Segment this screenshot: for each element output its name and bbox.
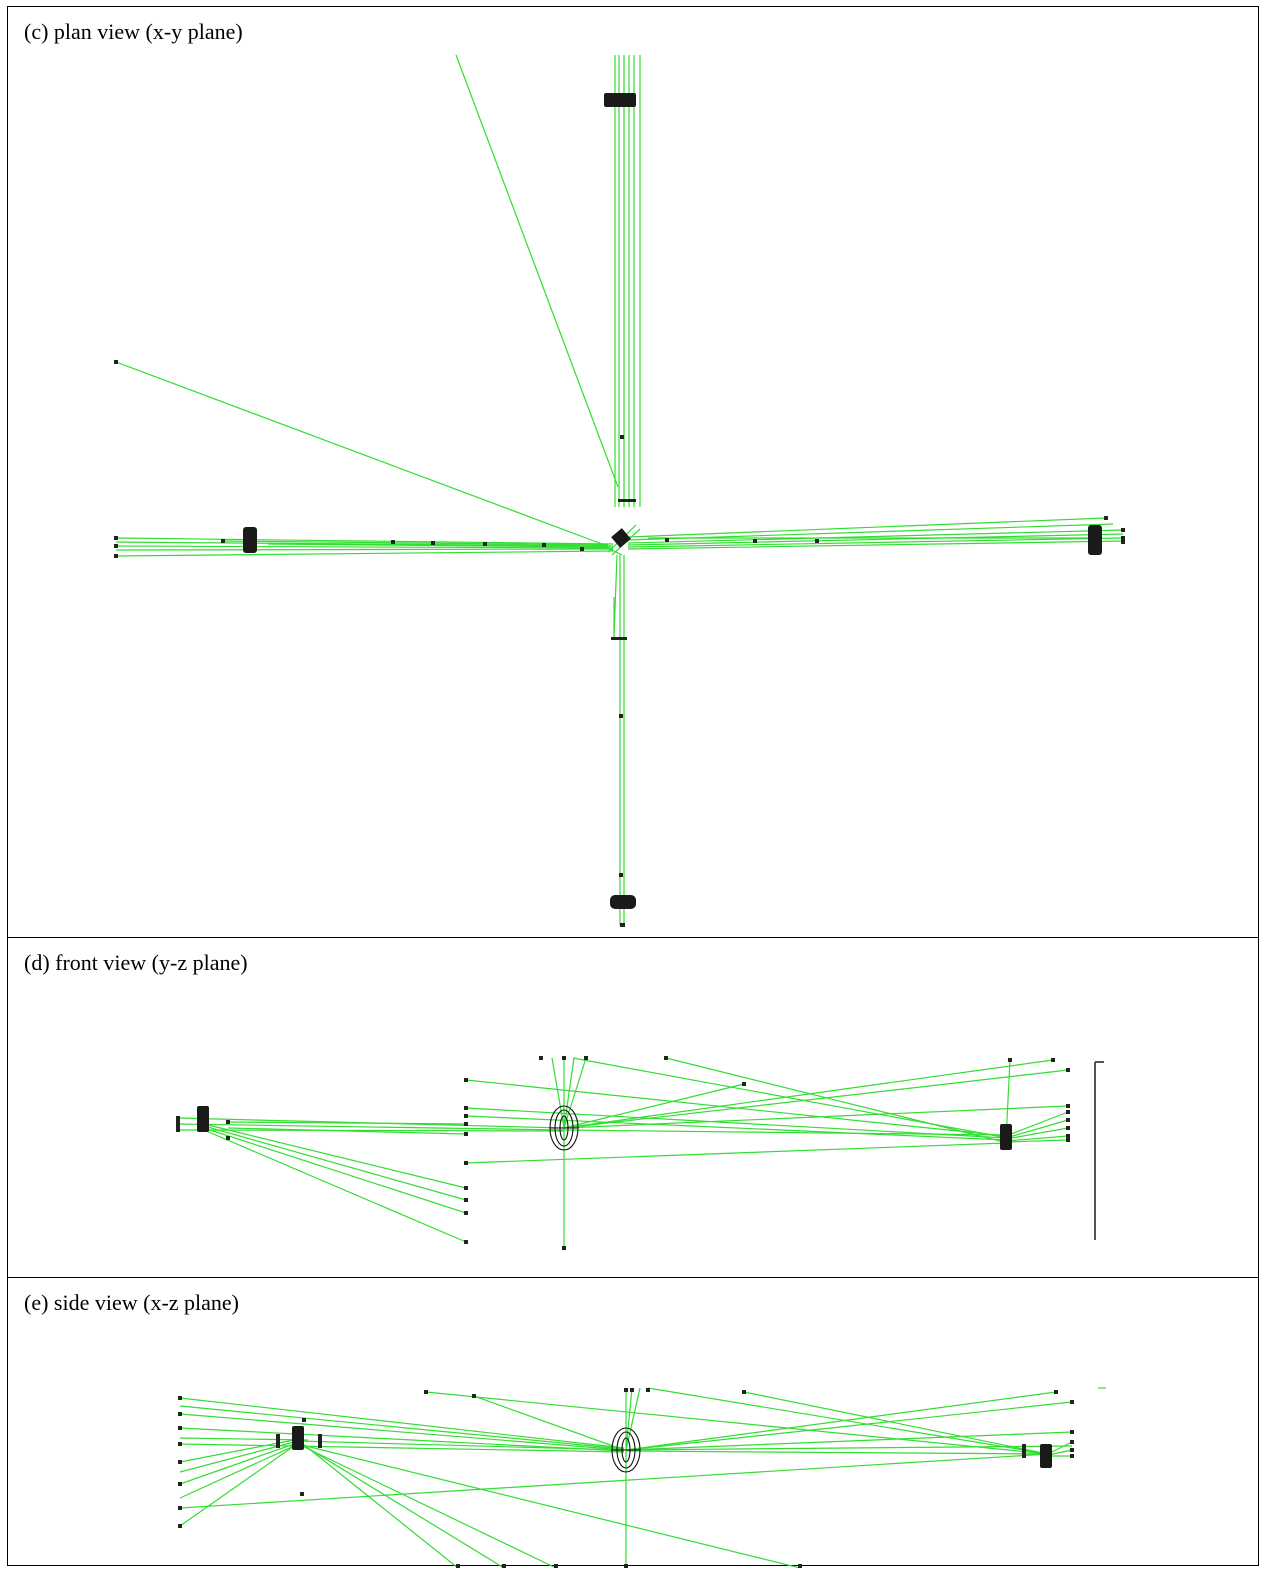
side-view-drawing (178, 1387, 1106, 1568)
panel-title-plan-view: (c) plan view (x-y plane) (24, 19, 243, 44)
side-view-nodes (178, 1388, 1074, 1568)
panel-side-view: (e) side view (x-z plane) (8, 1277, 1258, 1568)
panel-title-side-view: (e) side view (x-z plane) (24, 1290, 240, 1315)
panel-title-front-view: (d) front view (y-z plane) (24, 950, 248, 975)
front-view-drawing (176, 1056, 1104, 1250)
panel-front-view: (d) front view (y-z plane) (8, 937, 1258, 1277)
panel-plan-view: (c) plan view (x-y plane) (8, 7, 1258, 937)
plan-view-drawing (114, 54, 1125, 927)
front-view-parts (197, 1061, 1104, 1240)
plan-view-wheels (243, 93, 1102, 909)
front-view-members (177, 1057, 1069, 1248)
front-view-nodes (176, 1056, 1070, 1250)
figure-frame: (c) plan view (x-y plane) (7, 6, 1259, 1568)
plan-view-members (115, 54, 1124, 925)
side-view-members (179, 1387, 1106, 1568)
plan-view-nodes (114, 93, 1125, 927)
side-view-parts (292, 1426, 1052, 1473)
